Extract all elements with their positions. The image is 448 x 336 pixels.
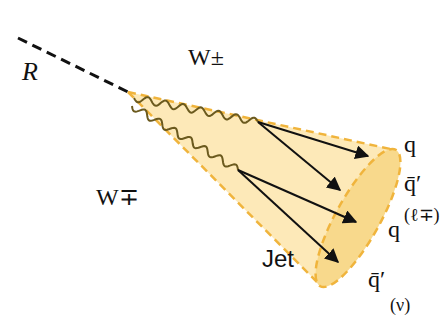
quark-arrow bbox=[258, 122, 340, 190]
jet-label: Jet bbox=[262, 246, 294, 272]
lepton-label: (ℓ∓) bbox=[404, 206, 440, 226]
resonance-label: R bbox=[22, 58, 38, 87]
quark-label: q bbox=[404, 131, 416, 157]
neutrino-label: (ν) bbox=[390, 296, 410, 316]
quark-label: q̄′ bbox=[404, 170, 421, 196]
quark-arrow bbox=[238, 170, 356, 222]
cone-base bbox=[301, 139, 415, 297]
quark-arrow bbox=[258, 122, 368, 156]
cone-edge bbox=[128, 92, 395, 150]
w-boson-line bbox=[132, 106, 238, 170]
resonance-line bbox=[18, 38, 128, 92]
boson-label: W± bbox=[188, 44, 224, 70]
w-boson-line bbox=[134, 97, 258, 123]
boson-label: W∓ bbox=[96, 184, 139, 210]
cone-edge bbox=[128, 92, 321, 286]
w-bosons bbox=[132, 97, 258, 170]
quark-label: q bbox=[388, 216, 400, 242]
quark-label: q̄′ bbox=[368, 266, 385, 292]
